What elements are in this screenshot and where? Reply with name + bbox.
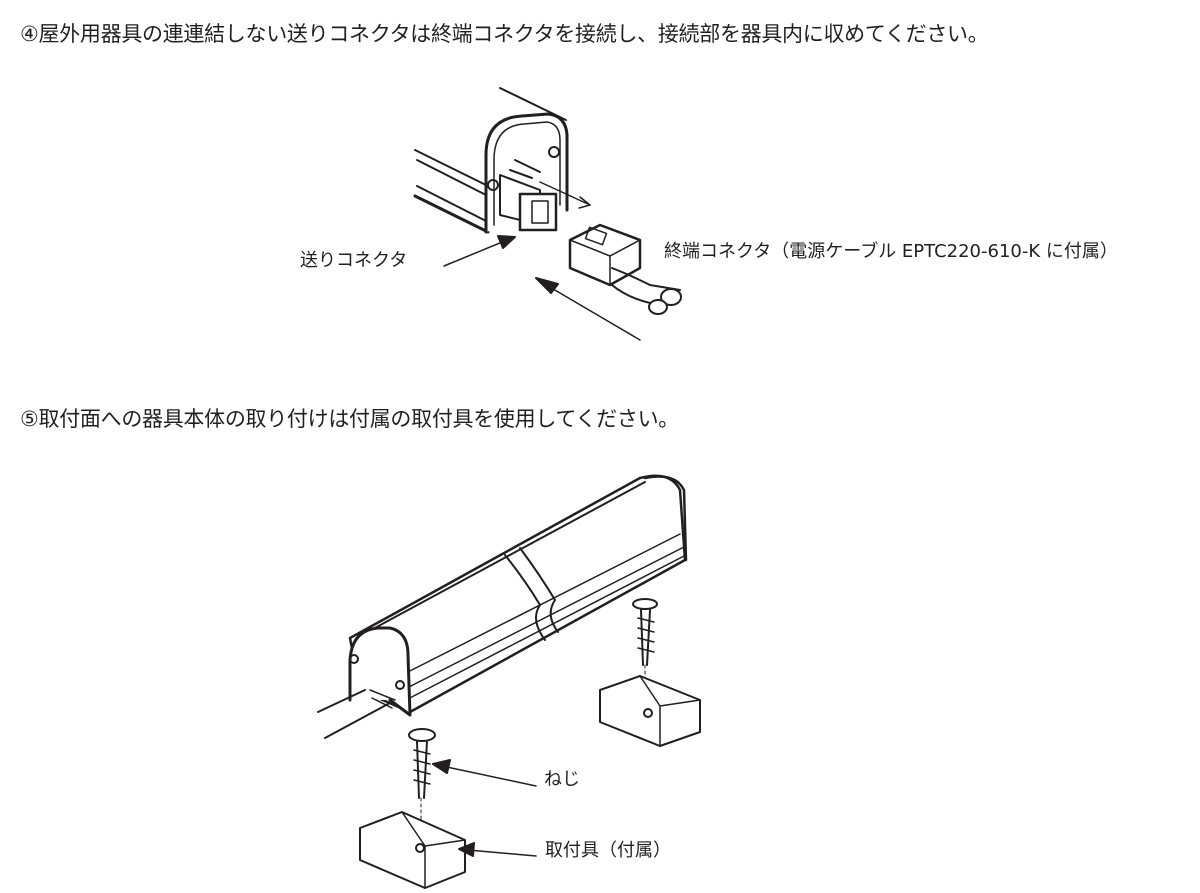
bracket-label: 取付具（付属） bbox=[545, 840, 671, 861]
terminal-connector-label: 終端コネクタ（電源ケーブル EPTC220-610-K に付属） bbox=[664, 241, 1118, 262]
step-5-instruction: ⑤取付面への器具本体の取り付けは付属の取付具を使用してください。 bbox=[20, 407, 679, 431]
screw-label: ねじ bbox=[544, 769, 580, 790]
send-connector-label: 送りコネクタ bbox=[300, 250, 408, 271]
step-4-instruction: ④屋外用器具の連連結しない送りコネクタは終端コネクタを接続し、接続部を器具内に収… bbox=[20, 22, 989, 46]
